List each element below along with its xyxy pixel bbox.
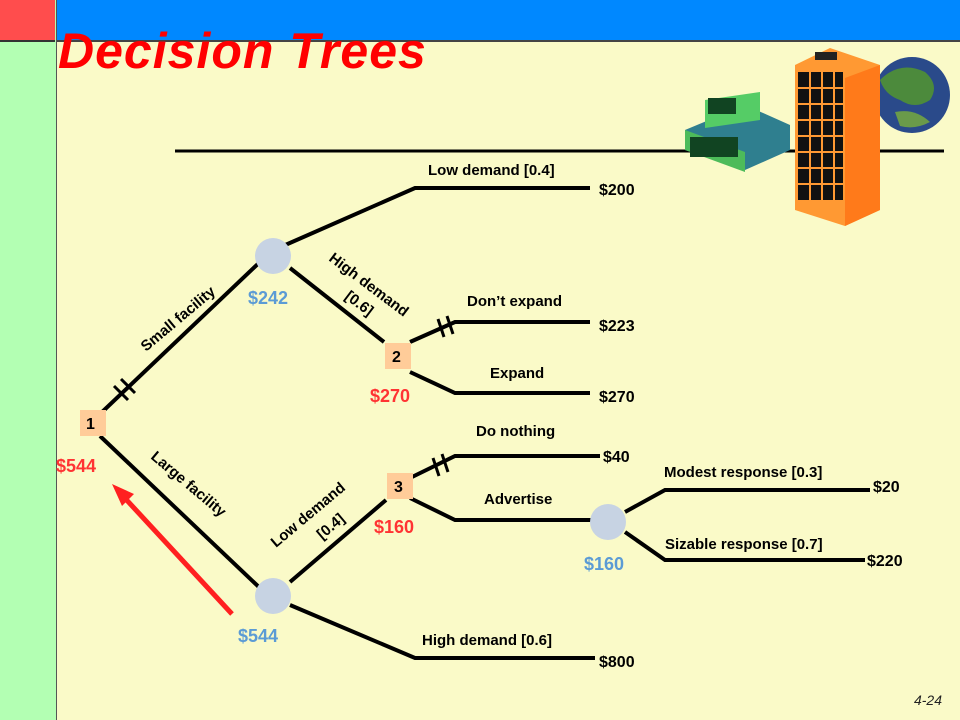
payoff-dont-expand: $223: [599, 318, 635, 335]
payoff-large-high: $800: [599, 654, 635, 671]
branch-large-facility: [98, 434, 264, 592]
branch-small-high-demand: [288, 266, 386, 344]
left-sidebar-bar: [0, 0, 57, 720]
branch-large-low-demand: [288, 498, 388, 584]
ev-node2: $270: [370, 386, 410, 406]
payoff-modest: $20: [873, 479, 900, 496]
decision-node-3: [387, 473, 413, 499]
tree-branches: [98, 186, 870, 660]
ev-node1: $544: [56, 456, 96, 476]
label-do-nothing: Do nothing: [476, 423, 555, 440]
label-expand: Expand: [490, 365, 544, 382]
payoff-sizable: $220: [867, 553, 903, 570]
top-banner-bar: [57, 0, 960, 42]
payoff-small-low: $200: [599, 182, 635, 199]
label-advertise: Advertise: [484, 491, 552, 508]
ev-advertise-chance: $160: [584, 554, 624, 574]
decision-node-1: [80, 410, 106, 436]
branch-large-high-demand: [289, 603, 595, 660]
chance-node-large: [255, 578, 291, 614]
ev-large-chance: $544: [238, 626, 278, 646]
building-icon: [685, 48, 880, 226]
slide-number: 4-24: [913, 692, 942, 708]
branch-small-facility: [98, 258, 264, 416]
slide-title: Decision Trees: [58, 23, 427, 79]
branch-do-nothing: [409, 454, 600, 480]
pruned-markers: [112, 315, 455, 477]
chance-node-small: [255, 238, 291, 274]
node2-number: 2: [392, 349, 401, 366]
branch-modest-response: [624, 488, 870, 514]
branch-advertise: [409, 496, 595, 522]
label-sizable-response: Sizable response [0.7]: [665, 536, 823, 553]
arrow-icon: [112, 484, 234, 616]
corner-accent-box: [0, 0, 55, 42]
globe-icon: [874, 57, 950, 133]
branch-small-low-demand: [282, 186, 590, 248]
node3-number: 3: [394, 479, 403, 496]
label-large-facility: Large facility: [147, 448, 229, 521]
ev-small-chance: $242: [248, 288, 288, 308]
label-modest-response: Modest response [0.3]: [664, 464, 822, 481]
decision-node-2: [385, 343, 411, 369]
label-high-demand-bottom: High demand [0.6]: [422, 632, 552, 649]
payoff-do-nothing: $40: [603, 449, 630, 466]
chance-node-advertise: [590, 504, 626, 540]
label-small-facility: Small facility: [138, 283, 220, 355]
label-dont-expand: Don’t expand: [467, 293, 562, 310]
payoff-expand: $270: [599, 389, 635, 406]
branch-sizable-response: [623, 530, 865, 562]
node1-number: 1: [86, 416, 95, 433]
ev-node3: $160: [374, 517, 414, 537]
branch-dont-expand: [409, 320, 590, 344]
branch-expand: [409, 370, 590, 395]
label-low-demand-top: Low demand [0.4]: [428, 162, 555, 179]
